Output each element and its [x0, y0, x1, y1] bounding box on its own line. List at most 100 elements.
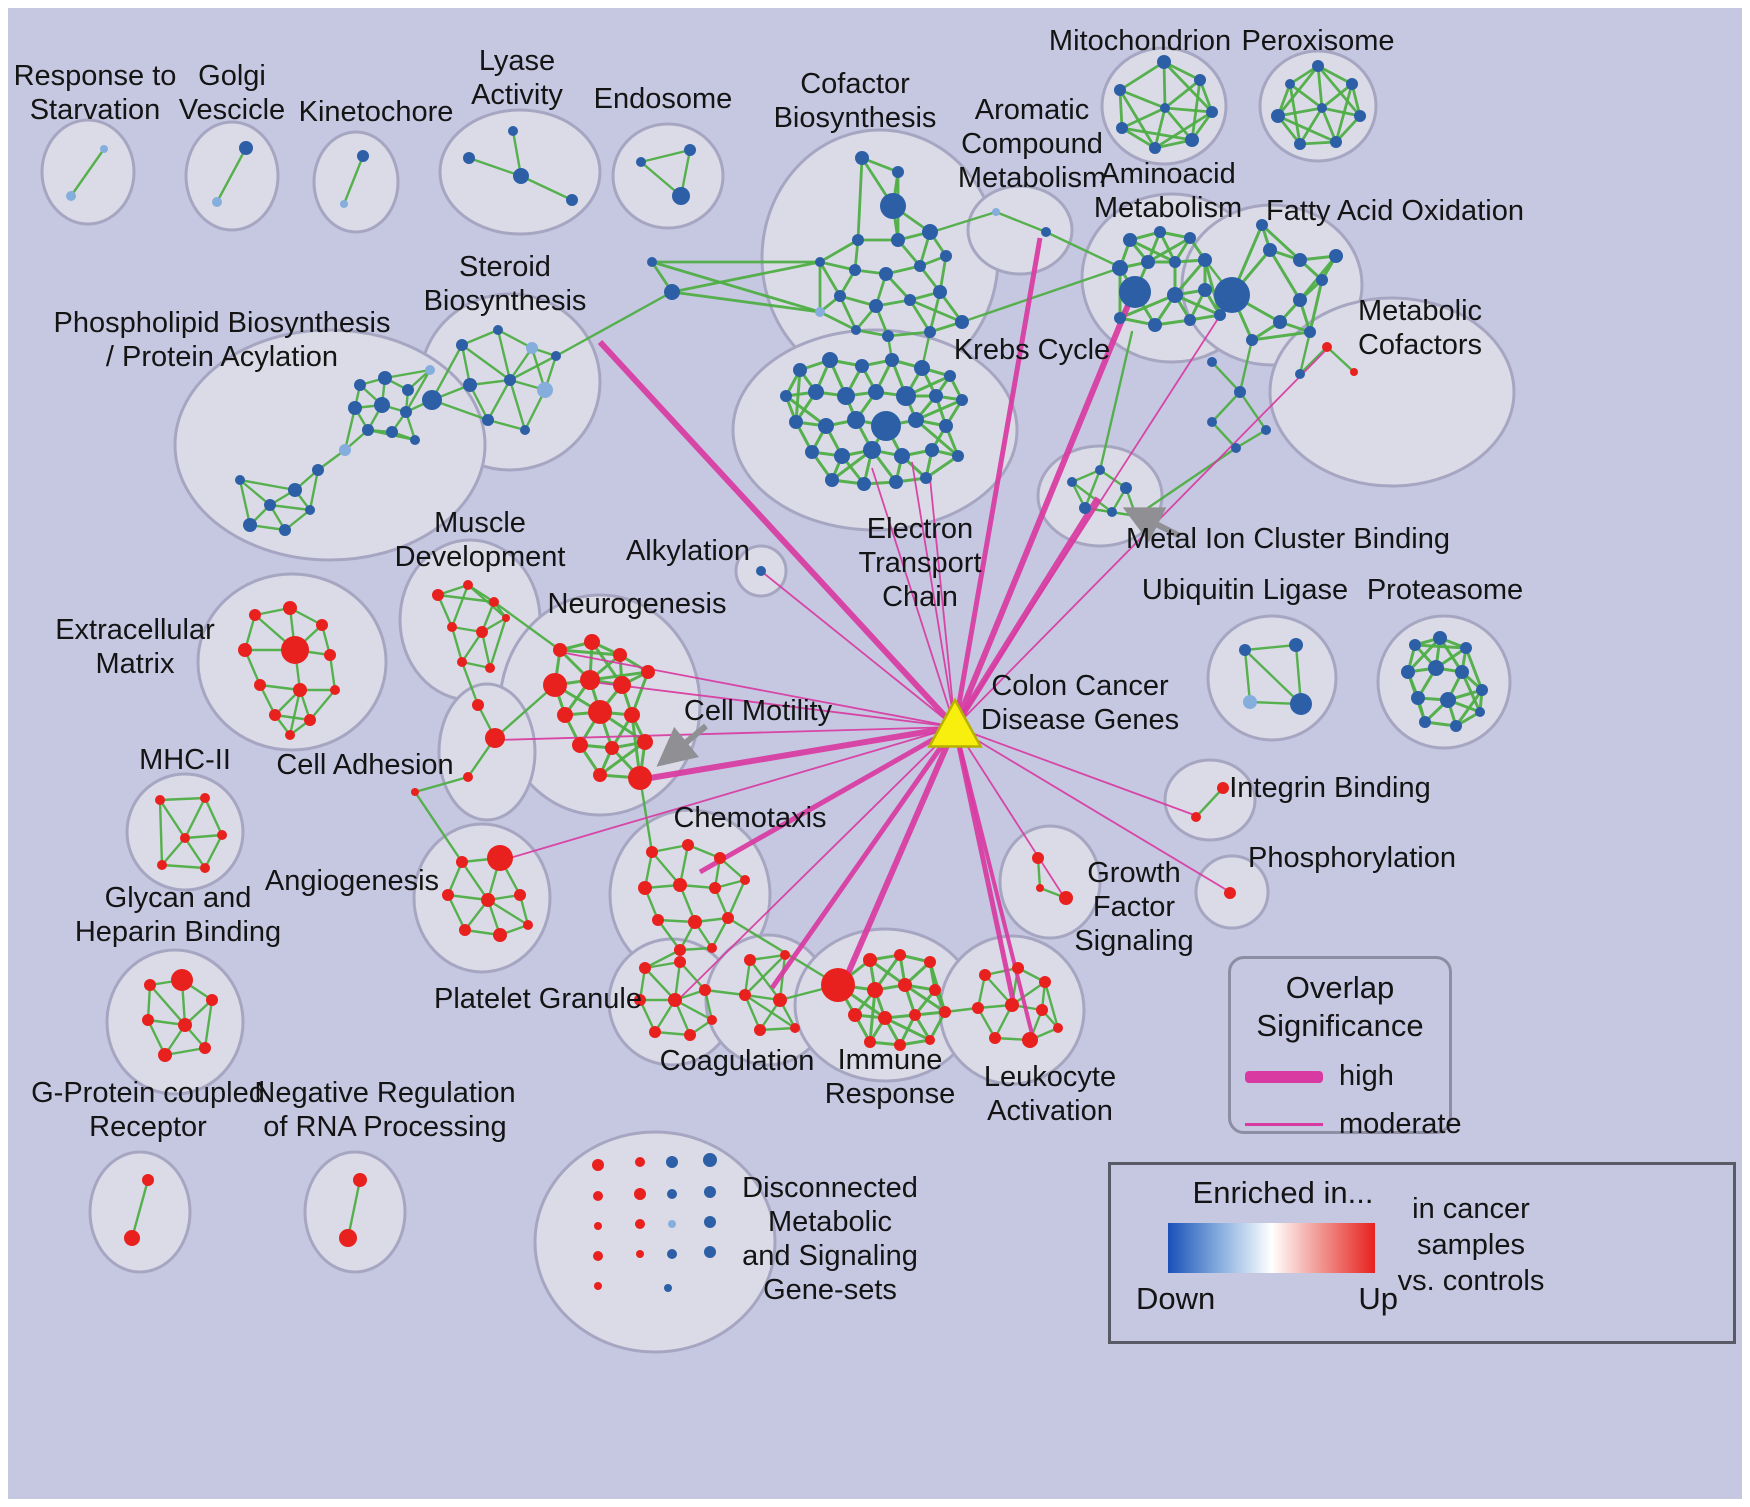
- gene-set-node-angiogenesis-1: [487, 845, 513, 871]
- gene-set-node-metabolic-cofactors-1: [1350, 368, 1358, 376]
- gene-set-edge-mhc-ii: [183, 833, 224, 840]
- gene-set-node-mitochondrion-2: [1206, 106, 1218, 118]
- gene-set-node-peroxisome-1: [1346, 78, 1358, 90]
- gene-set-edge-mitochondrion: [1118, 88, 1124, 130]
- gene-set-node-electron-transport-chain-3: [885, 353, 899, 367]
- gene-set-node-cofactor-biosynthesis-3: [852, 234, 864, 246]
- enrichment-legend: Enriched in... Down Up in cancer samples…: [1108, 1162, 1736, 1344]
- gene-set-edge-peroxisome: [1316, 64, 1354, 86]
- gene-set-node-electron-transport-chain-19: [805, 445, 819, 459]
- label-mitochondrion: Mitochondrion: [1049, 25, 1231, 57]
- gene-set-node-kinetochore-0: [340, 200, 348, 208]
- gene-set-node-disconnected-genesets-0: [592, 1159, 604, 1171]
- gene-set-node-peroxisome-2: [1354, 110, 1366, 122]
- gene-set-edge-fatty-acid-oxidation: [1250, 330, 1312, 342]
- gene-set-edge-muscle-development: [450, 583, 470, 629]
- gene-set-edge-phospholipid-biosynthesis-protein-acylation: [383, 368, 432, 380]
- gene-set-node-chemotaxis-11: [707, 943, 717, 953]
- gene-set-node-coagulation-4: [754, 1024, 766, 1036]
- gene-set-node-steroid-biosynthesis-9: [422, 390, 442, 410]
- gene-set-node-aminoacid-metabolism-10: [1114, 312, 1126, 324]
- gene-set-node-coagulation-3: [773, 993, 787, 1007]
- gene-set-edge-peroxisome: [1316, 64, 1362, 118]
- gene-set-edge-cofactor-biosynthesis: [670, 260, 822, 294]
- gene-set-edge-extracellular-matrix: [288, 688, 302, 737]
- label-kinetochore: Kinetochore: [299, 96, 454, 128]
- gene-set-edge-cross-cluster: [960, 266, 1122, 324]
- gene-set-node-glycan-heparin-binding-0: [144, 979, 156, 991]
- gene-set-node-phospholipid-biosynthesis-protein-acylation-10: [288, 483, 302, 497]
- gene-set-node-mhc-ii-0: [155, 795, 165, 805]
- gene-set-node-proteasome-3: [1401, 665, 1415, 679]
- gene-set-node-mitochondrion-7: [1160, 103, 1170, 113]
- gene-set-node-electron-transport-chain-8: [837, 387, 855, 405]
- gene-set-node-phospholipid-biosynthesis-protein-acylation-11: [264, 499, 276, 511]
- gene-set-node-neurogenesis-5: [613, 676, 631, 694]
- gene-set-node-disconnected-genesets-1: [635, 1157, 645, 1167]
- gene-set-edge-cofactor-biosynthesis: [650, 260, 822, 314]
- gene-set-node-aminoacid-metabolism-13: [1214, 309, 1226, 321]
- gene-set-node-leukocyte-activation-6: [989, 1032, 1001, 1044]
- gene-set-node-disconnected-genesets-17: [664, 1284, 672, 1292]
- gene-set-node-neurogenesis-13: [593, 768, 607, 782]
- gene-set-node-cell-adhesion-2: [463, 772, 473, 782]
- gene-set-node-immune-response-3: [924, 956, 936, 968]
- gene-set-node-neurogenesis-7: [557, 707, 573, 723]
- gene-set-node-leukocyte-activation-3: [972, 1002, 984, 1014]
- gene-set-edge-coagulation: [743, 993, 762, 1032]
- gene-set-node-electron-transport-chain-0: [793, 363, 807, 377]
- gene-set-node-neurogenesis-9: [624, 707, 640, 723]
- gene-set-node-chemotaxis-0: [646, 846, 658, 858]
- colon-cancer-hub-triangle: [927, 697, 983, 748]
- gene-set-node-disconnected-genesets-5: [634, 1188, 646, 1200]
- gene-set-node-aromatic-compound-metabolism-1: [1041, 227, 1051, 237]
- gene-set-edge-platelet-granule: [643, 966, 677, 1002]
- enrichment-gradient-ends: Down Up: [1136, 1281, 1398, 1317]
- gene-set-edge-mhc-ii: [160, 836, 187, 867]
- enrichment-legend-title: Enriched in...: [1192, 1175, 1374, 1210]
- gene-set-node-platelet-granule-5: [649, 1026, 661, 1038]
- gene-set-edge-cross-cluster: [638, 776, 654, 854]
- gene-set-node-electron-transport-chain-4: [914, 360, 930, 376]
- overlap-edge-18: [496, 726, 956, 741]
- gene-set-edge-chemotaxis: [656, 918, 682, 952]
- gene-set-edge-muscle-development: [450, 625, 464, 664]
- gene-set-node-immune-response-5: [898, 978, 912, 992]
- legend-item-moderate: moderate: [1231, 1108, 1462, 1141]
- gene-set-node-electron-transport-chain-2: [855, 359, 869, 373]
- gene-set-edge-peroxisome: [1320, 106, 1338, 144]
- gene-set-node-steroid-biosynthesis-0: [456, 339, 468, 351]
- gene-set-node-phospholipid-biosynthesis-protein-acylation-5: [400, 406, 412, 418]
- gene-set-edge-cross-cluster: [460, 660, 480, 707]
- gene-set-node-extracellular-matrix-5: [324, 649, 336, 661]
- gene-set-node-fatty-acid-oxidation-6: [1304, 326, 1316, 338]
- gene-set-edge-cross-cluster: [493, 683, 557, 740]
- label-platelet-granule: Platelet Granule: [434, 983, 642, 1015]
- gene-set-edge-metal-ion-cluster-binding: [1083, 468, 1102, 510]
- gene-set-node-fatty-acid-oxidation-1: [1263, 243, 1277, 257]
- cluster-ubiquitin-ligase: [1206, 614, 1338, 742]
- gene-set-edge-mhc-ii: [158, 798, 187, 840]
- gene-set-node-extracellular-matrix-6: [254, 679, 266, 691]
- gene-set-edge-electron-transport-chain: [784, 394, 828, 428]
- gene-set-node-cofactor-biosynthesis-14: [933, 285, 947, 299]
- gene-set-node-peroxisome-5: [1271, 109, 1285, 123]
- gene-set-edge-cross-cluster: [1298, 330, 1312, 376]
- gene-set-edge-metabolic-cofactors: [1325, 345, 1356, 374]
- gene-set-node-fatty-acid-oxidation-8: [1256, 219, 1268, 231]
- gene-set-node-mitochondrion-4: [1149, 142, 1161, 154]
- gene-set-edge-fatty-tail: [1210, 390, 1242, 424]
- gene-set-edge-cofactor-biosynthesis: [818, 310, 858, 332]
- gene-set-edge-peroxisome: [1316, 64, 1324, 110]
- gene-set-node-immune-response-8: [878, 1011, 892, 1025]
- gene-set-node-cofactor-biosynthesis-5: [922, 224, 938, 240]
- gene-set-node-mitochondrion-1: [1194, 74, 1206, 86]
- gene-set-node-kinetochore-1: [357, 150, 369, 162]
- gene-set-edge-mhc-ii: [203, 796, 224, 837]
- gene-set-node-metal-ion-cluster-binding-1: [1095, 465, 1105, 475]
- gene-set-edge-integrin-binding: [1194, 786, 1225, 819]
